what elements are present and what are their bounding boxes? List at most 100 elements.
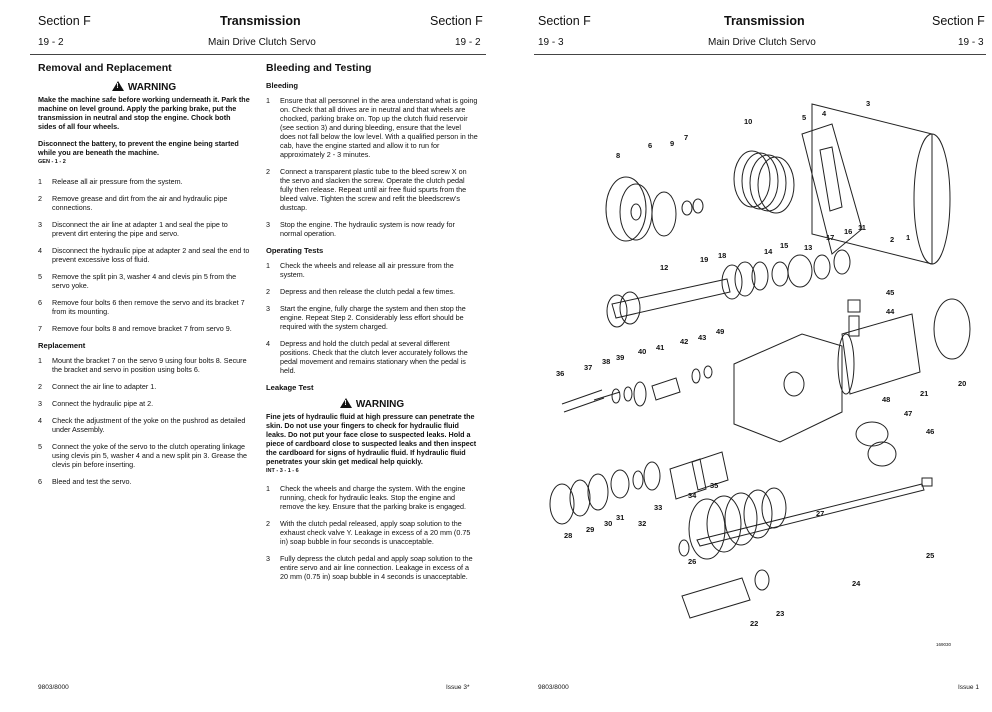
step-number: 1 — [266, 484, 270, 493]
step-text: With the clutch pedal released, apply so… — [280, 519, 471, 546]
washer-9-drawing — [681, 200, 693, 216]
seal-42-drawing — [691, 368, 701, 384]
leakage-steps: 1 Check the wheels and charge the system.… — [266, 484, 478, 581]
callout-20: 20 — [958, 379, 966, 388]
rod-24-drawing — [696, 483, 925, 547]
nut-31-drawing — [610, 469, 630, 499]
callout-1: 1 — [906, 233, 910, 242]
step-text: Depress and then release the clutch peda… — [280, 287, 455, 296]
callout-3: 3 — [866, 99, 870, 108]
step-item: 2 Depress and then release the clutch ped… — [266, 287, 478, 296]
section-label-right: Section F — [932, 14, 985, 28]
piston-34-drawing — [669, 458, 707, 500]
clevis-22-drawing — [681, 577, 751, 619]
callout-18: 18 — [718, 251, 726, 260]
step-text: Depress and hold the clutch pedal at sev… — [280, 339, 468, 375]
callout-2: 2 — [890, 235, 894, 244]
step-number: 2 — [266, 287, 270, 296]
step-number: 5 — [38, 272, 42, 281]
step-text: Stop the engine. The hydraulic system is… — [280, 220, 455, 238]
cap-46-drawing — [867, 441, 897, 467]
callout-12: 12 — [660, 263, 668, 272]
cylinder-21-drawing — [837, 313, 921, 395]
valve-body-drawing — [733, 333, 843, 443]
callout-24: 24 — [852, 579, 861, 588]
pushrod-shaft-drawing — [606, 278, 731, 328]
callout-46: 46 — [926, 427, 934, 436]
washer-39-drawing — [623, 386, 633, 402]
left-page: Section F Transmission Section F 19 - 2 … — [0, 0, 500, 712]
callout-30: 30 — [604, 519, 612, 528]
callout-31: 31 — [616, 513, 624, 522]
replacement-heading: Replacement — [38, 341, 86, 350]
step-number: 3 — [266, 554, 270, 563]
ring-set-drawing — [721, 249, 851, 300]
page-number-right: 19 - 3 — [958, 37, 984, 48]
callout-49: 49 — [716, 327, 724, 336]
ring-28-drawing — [549, 483, 575, 525]
step-text: Bleed and test the servo. — [52, 477, 132, 486]
servo-cylinder-drawing — [801, 103, 951, 265]
callout-34: 34 — [688, 491, 697, 500]
callout-17: 17 — [826, 233, 834, 242]
step-text: Check the adjustment of the yoke on the … — [52, 416, 246, 434]
washer-7-drawing — [692, 198, 704, 214]
callout-41: 41 — [656, 343, 664, 352]
step-text: Mount the bracket 7 on the servo 9 using… — [52, 356, 247, 374]
seal-stack-drawing — [733, 150, 795, 214]
step-item: 1 Check the wheels and charge the system.… — [266, 484, 478, 511]
spring-36-drawing — [561, 389, 605, 413]
footer-left: 9803/8000 — [38, 684, 69, 691]
ring-32-drawing — [632, 470, 644, 490]
callout-44: 44 — [886, 307, 895, 316]
step-number: 2 — [38, 382, 42, 391]
warning-icon — [111, 81, 124, 91]
warning-text: Make the machine safe before working und… — [38, 95, 250, 131]
warning-title-2: WARNING — [266, 398, 478, 410]
warning-code: GEN - 1 - 2 — [38, 159, 66, 165]
footer-left: 9803/8000 — [538, 684, 569, 691]
step-number: 3 — [38, 399, 42, 408]
step-text: Remove grease and dirt from the air and … — [52, 194, 228, 212]
nut-26-drawing — [678, 539, 690, 557]
step-number: 6 — [38, 477, 42, 486]
callout-45: 45 — [886, 288, 894, 297]
nut-25-drawing — [921, 477, 933, 487]
step-text: Remove four bolts 8 and remove bracket 7… — [52, 324, 232, 333]
step-text: Start the engine, fully charge the syste… — [280, 304, 466, 331]
step-text: Fully depress the clutch pedal and apply… — [280, 554, 473, 581]
callout-13: 13 — [804, 243, 812, 252]
callout-4: 4 — [822, 109, 827, 118]
step-number: 1 — [38, 356, 42, 365]
callout-48: 48 — [882, 395, 890, 404]
callout-37: 37 — [584, 363, 592, 372]
diagram-code: 169030 — [936, 642, 952, 647]
step-text: Connect the yoke of the servo to the clu… — [52, 442, 247, 469]
callout-22: 22 — [750, 619, 758, 628]
callout-25: 25 — [926, 551, 934, 560]
callout-10: 10 — [744, 117, 752, 126]
replacement-steps: 1 Mount the bracket 7 on the servo 9 usin… — [38, 356, 250, 486]
step-number: 5 — [38, 442, 42, 451]
plug-41-drawing — [651, 377, 681, 401]
operating-subheading: Operating Tests — [266, 246, 324, 255]
step-text: Remove the split pin 3, washer 4 and cle… — [52, 272, 237, 290]
page-title: Transmission — [724, 14, 805, 28]
callout-8: 8 — [616, 151, 620, 160]
step-number: 1 — [266, 96, 270, 105]
footer-right: Issue 3* — [446, 684, 470, 691]
step-text: Check the wheels and charge the system. … — [280, 484, 467, 511]
callout-28: 28 — [564, 531, 572, 540]
bleeding-subheading: Bleeding — [266, 81, 299, 90]
step-text: Remove four bolts 6 then remove the serv… — [52, 298, 245, 316]
